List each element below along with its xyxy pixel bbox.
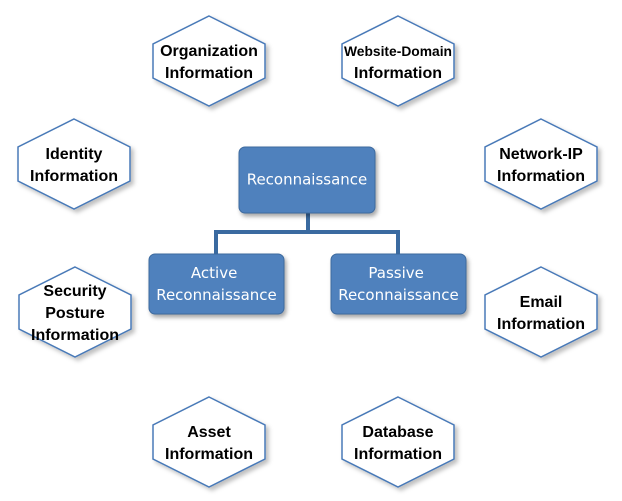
center-label: Reconnaissance <box>247 171 368 189</box>
info-type-label-line: Information <box>165 65 253 82</box>
center-node: Reconnaissance <box>238 146 376 214</box>
info-type-label-line: Information <box>31 327 119 344</box>
info-type-label-line: Network-IP <box>499 146 583 163</box>
branch-label-line: Passive <box>368 264 423 282</box>
branch-label: Passive Reconnaissance <box>338 264 459 304</box>
hexagon-shape <box>152 396 266 488</box>
hexagon-shape <box>341 396 455 488</box>
hexagon-shape <box>18 266 132 358</box>
hexagon-shape <box>341 15 455 107</box>
connector-group <box>214 213 400 254</box>
info-type-label-line: Database <box>362 424 433 441</box>
info-type-label-line: Asset <box>187 424 231 441</box>
info-type-label-line: Security <box>43 283 106 300</box>
info-type-label-line: Website-Domain <box>344 43 452 59</box>
hexagon-shape <box>152 15 266 107</box>
info-type-label-line: Information <box>354 446 442 463</box>
hexagon-shape <box>484 118 598 210</box>
info-type-label-line: Information <box>30 168 118 185</box>
info-type-network-ip: Network-IP Information <box>484 118 598 210</box>
branch-label-line: Reconnaissance <box>156 286 277 304</box>
info-type-label-line: Email <box>520 294 563 311</box>
info-type-label-line: Information <box>497 316 585 333</box>
info-type-label: Network-IP Information <box>497 146 585 185</box>
hexagon-shape <box>484 266 598 358</box>
branch-box <box>148 253 285 315</box>
info-type-label-line: Information <box>354 65 442 82</box>
info-type-label-line: Identity <box>46 146 103 163</box>
hexagon-shape <box>17 118 131 210</box>
branch-passive: Passive Reconnaissance <box>330 253 467 315</box>
info-type-label-line: Organization <box>160 43 258 60</box>
branch-box <box>330 253 467 315</box>
branch-label-line: Reconnaissance <box>338 286 459 304</box>
info-type-label-line: Information <box>497 168 585 185</box>
info-type-label-line: Information <box>165 446 253 463</box>
branch-active: Active Reconnaissance <box>148 253 285 315</box>
center-box <box>238 146 376 214</box>
branch-label: Active Reconnaissance <box>156 264 277 304</box>
branch-label-line: Active <box>191 264 237 282</box>
info-type-label-line: Posture <box>45 305 105 322</box>
